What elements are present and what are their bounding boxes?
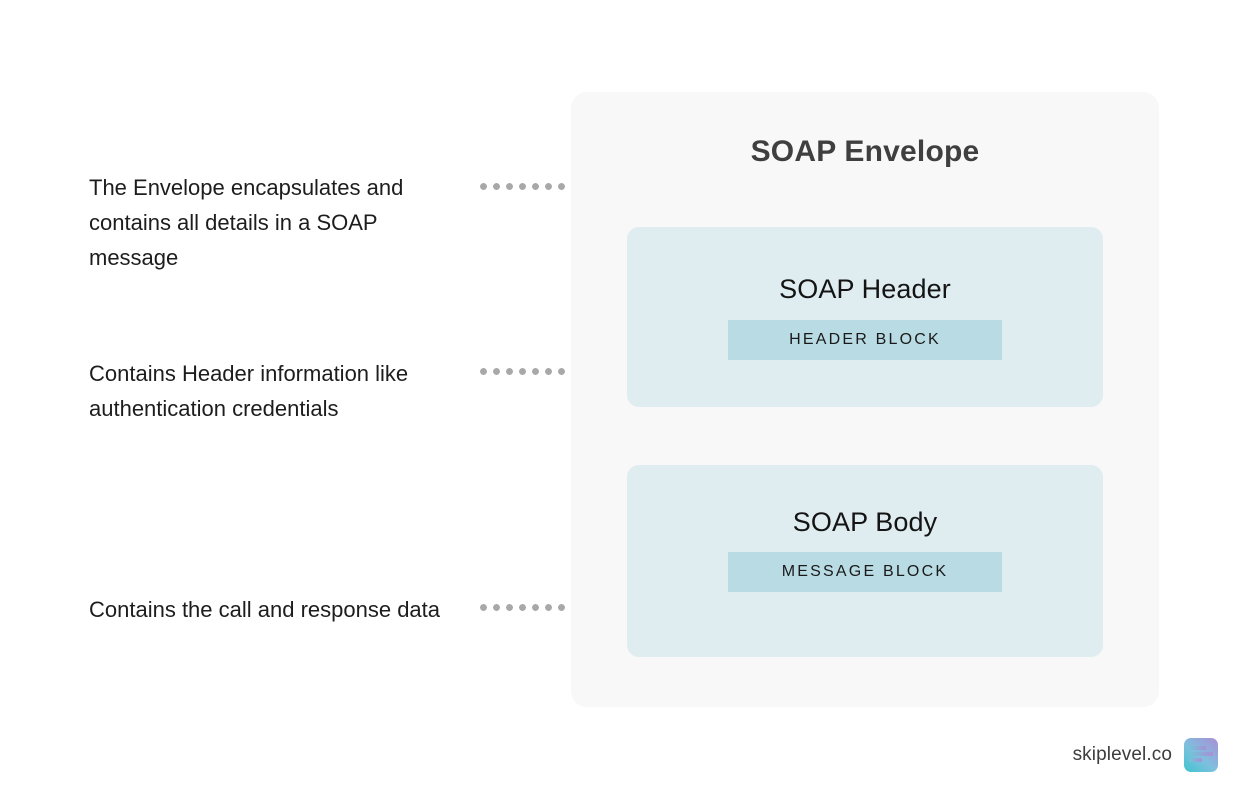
annotation-envelope: The Envelope encapsulates and contains a… <box>89 175 404 270</box>
brand-footer: skiplevel.co <box>1073 738 1218 772</box>
soap-header-section: SOAP Header HEADER BLOCK <box>627 227 1103 407</box>
soap-body-section: SOAP Body MESSAGE BLOCK <box>627 465 1103 657</box>
soap-body-title: SOAP Body <box>792 507 938 537</box>
annotation-body: Contains the call and response data <box>89 597 441 622</box>
soap-envelope-title: SOAP Envelope <box>750 135 980 168</box>
soap-header-title: SOAP Header <box>779 274 951 304</box>
skiplevel-logo-icon <box>1184 738 1218 772</box>
soap-envelope-container: SOAP Envelope SOAP Header HEADER BLOCK S… <box>571 92 1159 707</box>
leader-line-envelope <box>477 183 652 190</box>
header-block-badge: HEADER BLOCK <box>728 320 1002 360</box>
annotation-header: Contains Header information like authent… <box>89 361 409 421</box>
leader-line-body <box>477 604 652 611</box>
leader-line-header <box>477 368 652 375</box>
message-block-badge: MESSAGE BLOCK <box>728 552 1002 592</box>
brand-name: skiplevel.co <box>1072 744 1172 765</box>
